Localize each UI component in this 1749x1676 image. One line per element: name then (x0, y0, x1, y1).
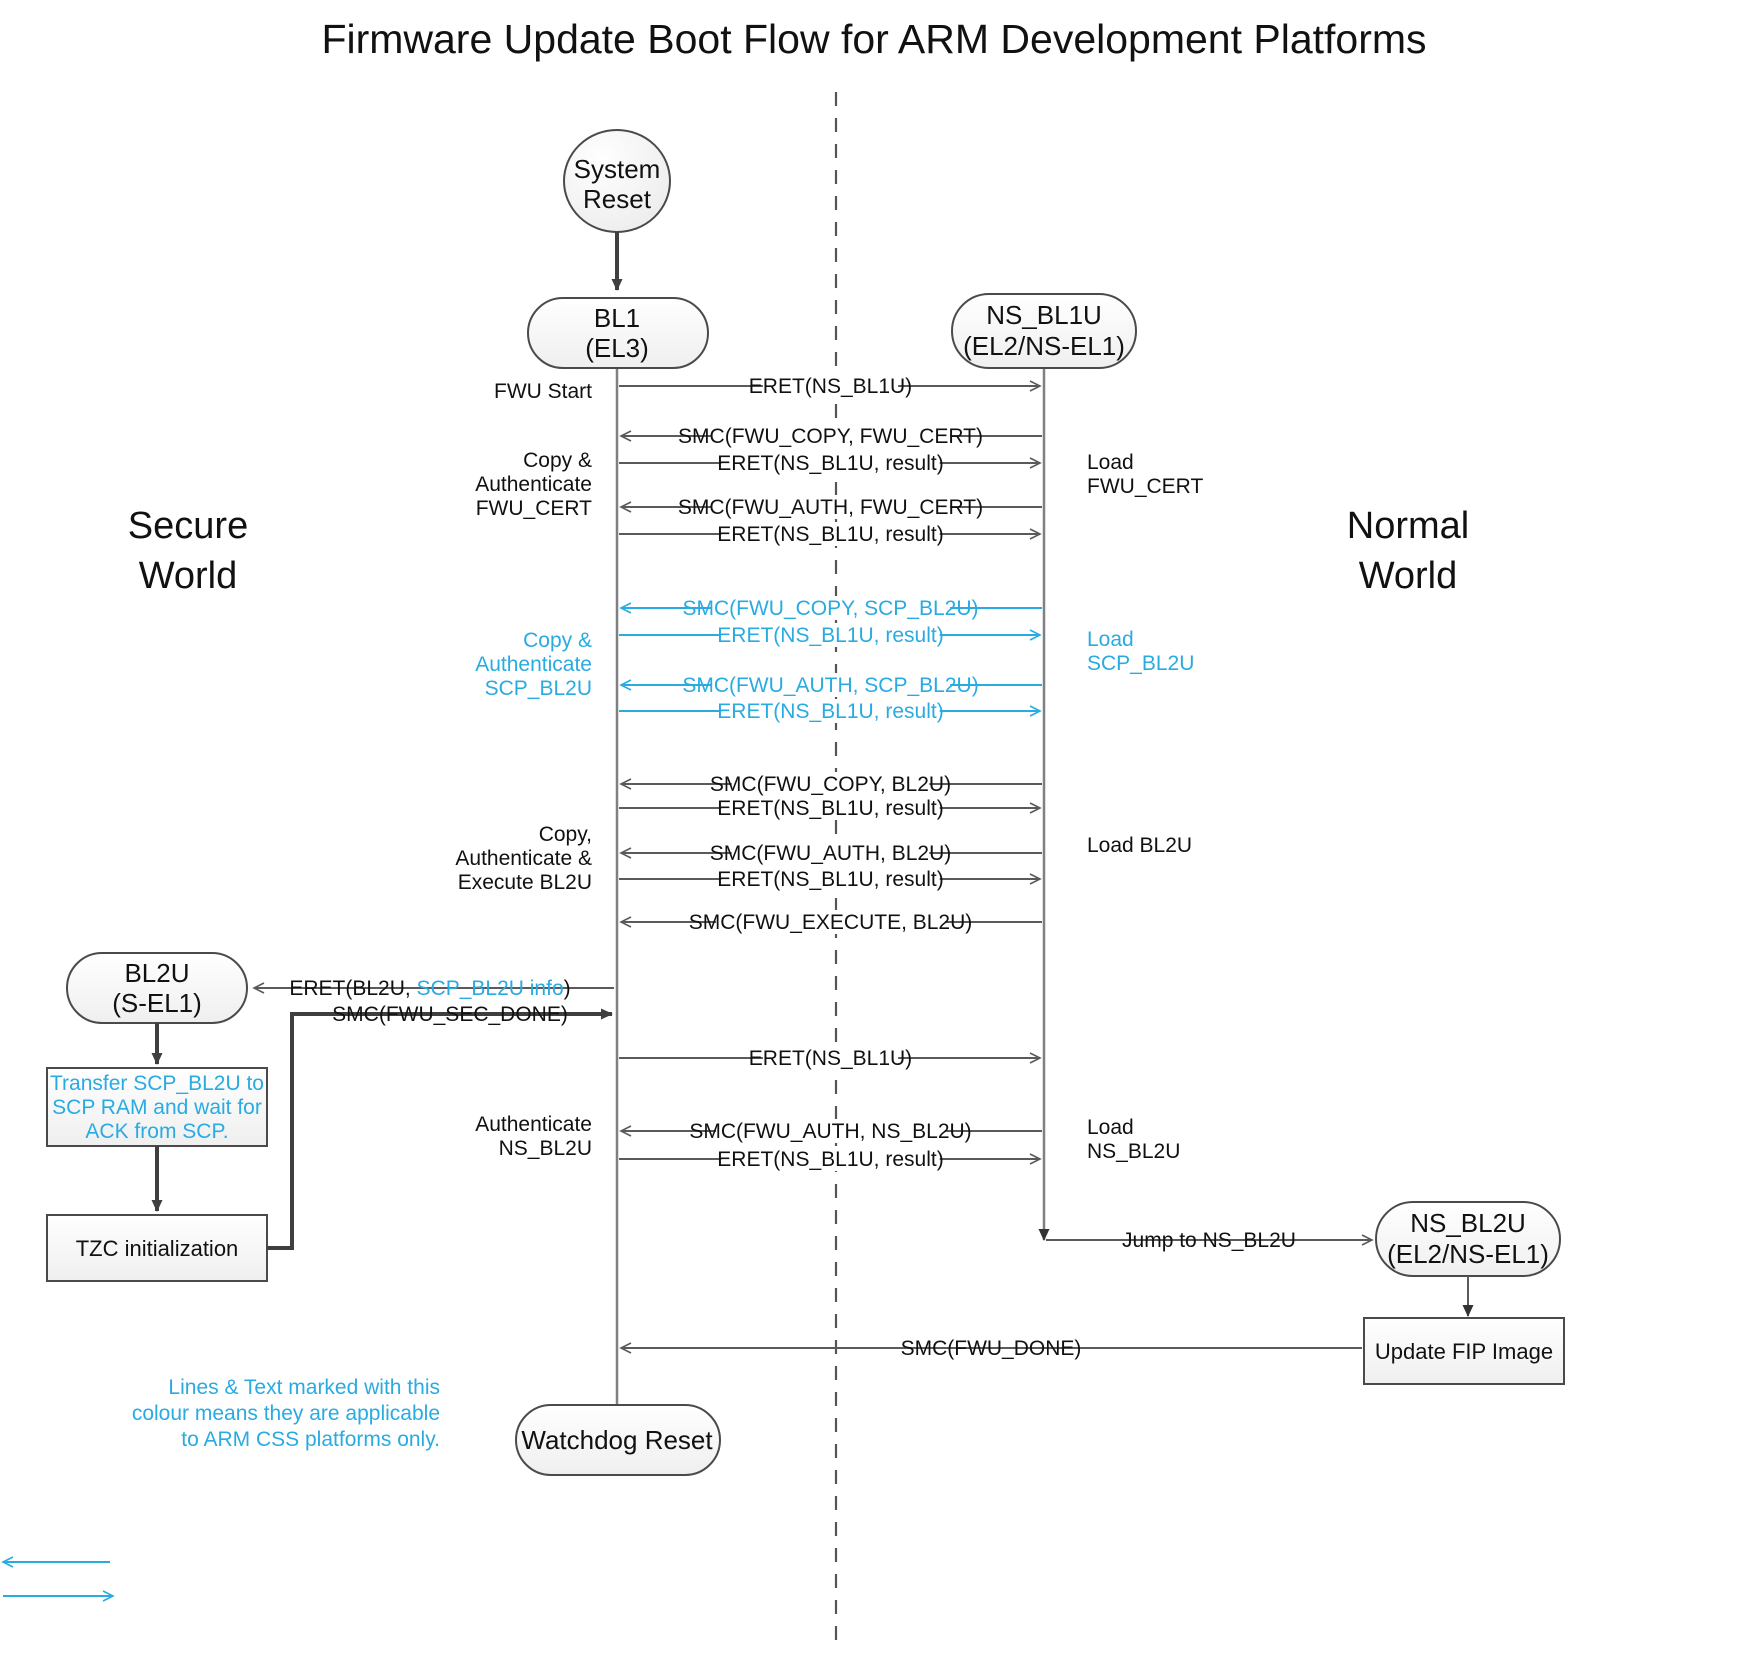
message-eret-bl2u-post: ) (564, 977, 571, 1000)
message-label-bg-m6 (710, 596, 951, 620)
left-annotation-a2-line1: Copy & (523, 449, 592, 472)
normal-world-label-line1: Normal (1347, 505, 1469, 547)
node-watchdog-reset[interactable] (515, 1404, 721, 1476)
box-tzc-initialization-label: TZC initialization (76, 1236, 239, 1261)
box-update-fip-image[interactable] (1363, 1317, 1565, 1385)
message-label-bg-m2 (710, 424, 951, 448)
node-system-reset-label-line2: Reset (583, 184, 652, 214)
message-smc-fwu-sec-done-label: SMC(FWU_SEC_DONE) (332, 1003, 568, 1026)
flow-tzc-to-fwu-sec-done (267, 1008, 613, 1250)
message-label-m11: ERET(NS_BL1U, result) (717, 797, 943, 820)
message-label-m13: ERET(NS_BL1U, result) (717, 868, 943, 891)
left-annotation-a2-line3: FWU_CERT (476, 497, 592, 520)
node-bl1-label-line2: (EL3) (585, 333, 649, 363)
message-label-m14: SMC(FWU_EXECUTE, BL2U) (689, 911, 973, 934)
message-label-m9: ERET(NS_BL1U, result) (717, 700, 943, 723)
node-ns-bl1u-label-line2: (EL2/NS-EL1) (963, 331, 1125, 361)
message-labels-group: ERET(NS_BL1U) SMC(FWU_COPY, FWU_CERT) ERET… (678, 374, 983, 1171)
message-label-m4: SMC(FWU_AUTH, FWU_CERT) (678, 496, 983, 519)
node-bl1[interactable] (527, 297, 709, 369)
node-bl1-label-line1: BL1 (594, 303, 640, 333)
node-ns-bl1u[interactable] (951, 293, 1137, 369)
message-label-bg-m14 (716, 910, 945, 934)
box-update-fip-image-label: Update FIP Image (1375, 1339, 1553, 1364)
normal-world-label-line2: World (1359, 555, 1458, 597)
message-eret-bl2u-label: ERET(BL2U, SCP_BL2U info) (289, 977, 570, 1000)
message-label-m17: ERET(NS_BL1U) (749, 1047, 912, 1070)
right-annotation-r3-line1: Load BL2U (1087, 834, 1192, 857)
right-annotation-r4-line1: Load (1087, 1116, 1134, 1139)
legend-text-line2: colour means they are applicable (132, 1402, 440, 1425)
right-annotation-r4-line2: NS_BL2U (1087, 1140, 1180, 1163)
secure-world-label-line2: World (139, 555, 238, 597)
message-label-m5: ERET(NS_BL1U, result) (717, 523, 943, 546)
message-label-bg-m5 (721, 522, 940, 546)
message-label-bg-m17 (762, 1046, 899, 1070)
message-label-m12: SMC(FWU_AUTH, BL2U) (710, 842, 952, 865)
legend-text-line1: Lines & Text marked with this (168, 1376, 440, 1399)
node-ns-bl1u-label-line1: NS_BL1U (986, 300, 1102, 330)
box-transfer-scp-label-line2: SCP RAM and wait for (52, 1096, 262, 1119)
node-watchdog-reset-label: Watchdog Reset (521, 1425, 713, 1455)
message-label-bg-m13 (721, 867, 940, 891)
message-label-bg-m12 (731, 841, 930, 865)
left-annotation-a1-line1: FWU Start (494, 380, 592, 403)
message-label-bg-m19 (721, 1147, 940, 1171)
left-annotation-a3-line1: Copy & (523, 629, 592, 652)
right-annotation-r1-line1: Load (1087, 451, 1134, 474)
message-label-m18: SMC(FWU_AUTH, NS_BL2U) (689, 1120, 971, 1143)
left-annotation-a3-line3: SCP_BL2U (485, 677, 592, 700)
message-label-m3: ERET(NS_BL1U, result) (717, 452, 943, 475)
message-label-m10: SMC(FWU_COPY, BL2U) (710, 773, 951, 796)
message-label-bg-m10 (731, 772, 930, 796)
box-transfer-scp-label-line3: ACK from SCP. (85, 1120, 228, 1143)
message-label-bg-m8 (710, 673, 951, 697)
left-annotation-a5-line1: Authenticate (475, 1113, 592, 1136)
node-ns-bl2u-label-line2: (EL2/NS-EL1) (1387, 1239, 1549, 1269)
message-label-bg-m1 (762, 374, 899, 398)
left-annotation-a5-line2: NS_BL2U (499, 1137, 592, 1160)
message-label-bg-m18 (716, 1119, 945, 1143)
message-label-m6: SMC(FWU_COPY, SCP_BL2U) (682, 597, 978, 620)
message-eret-bl2u-pre: ERET(BL2U, (289, 977, 416, 1000)
box-tzc-initialization[interactable] (46, 1214, 268, 1282)
message-eret-bl2u-css: SCP_BL2U info (417, 977, 564, 1000)
right-annotation-r2-line2: SCP_BL2U (1087, 652, 1194, 675)
message-label-m8: SMC(FWU_AUTH, SCP_BL2U) (682, 674, 978, 697)
left-annotation-a3-line2: Authenticate (475, 653, 592, 676)
left-annotation-a4-line3: Execute BL2U (458, 871, 592, 894)
message-label-m7: ERET(NS_BL1U, result) (717, 624, 943, 647)
message-label-m2: SMC(FWU_COPY, FWU_CERT) (678, 425, 983, 448)
message-jump-to-ns-bl2u-label: Jump to NS_BL2U (1122, 1229, 1296, 1252)
message-label-bg-m11 (721, 796, 940, 820)
message-label-bg-m9 (721, 699, 940, 723)
message-smc-fwu-done-label: SMC(FWU_DONE) (901, 1337, 1082, 1360)
message-label-m1: ERET(NS_BL1U) (749, 375, 912, 398)
page-title: Firmware Update Boot Flow for ARM Develo… (321, 16, 1426, 62)
message-label-bg-m7 (721, 623, 940, 647)
message-label-m19: ERET(NS_BL1U, result) (717, 1148, 943, 1171)
message-label-bg-m4 (710, 495, 951, 519)
right-annotation-r1-line2: FWU_CERT (1087, 475, 1203, 498)
node-system-reset-label-line1: System (574, 154, 661, 184)
box-transfer-scp-bl2u[interactable] (46, 1067, 268, 1147)
node-ns-bl2u-label-line1: NS_BL2U (1410, 1208, 1526, 1238)
box-transfer-scp-label-line1: Transfer SCP_BL2U to (50, 1072, 264, 1095)
left-annotation-a4-line2: Authenticate & (455, 847, 592, 870)
message-label-bg-m3 (721, 451, 940, 475)
right-annotation-r2-line1: Load (1087, 628, 1134, 651)
node-bl2u-label-line2: (S-EL1) (112, 988, 202, 1018)
legend-text-line3: to ARM CSS platforms only. (181, 1428, 440, 1451)
node-bl2u-label-line1: BL2U (124, 958, 189, 988)
left-annotation-a4-line1: Copy, (539, 823, 592, 846)
secure-world-label-line1: Secure (128, 505, 248, 547)
left-annotation-a2-line2: Authenticate (475, 473, 592, 496)
